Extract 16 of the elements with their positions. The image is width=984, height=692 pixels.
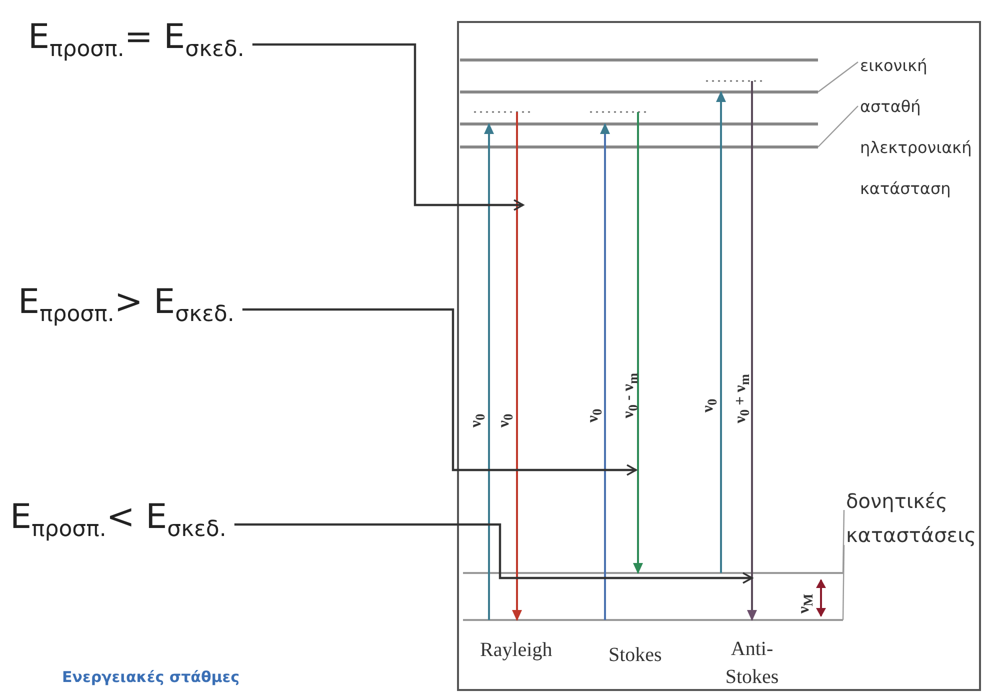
state-label: δονητικές καταστάσεις xyxy=(846,484,984,552)
scattering-type-label: Stokes xyxy=(608,644,662,666)
caption: Ενεργειακές στάθμες xyxy=(62,668,240,686)
leader-line xyxy=(842,510,845,574)
state-label: εικονική ασταθή ηλεκτρονιακή κατάσταση xyxy=(860,45,982,209)
equation-label: E$_{προσπ.}$= E$_{σκεδ.}$ xyxy=(28,20,244,61)
leader-line xyxy=(818,106,858,148)
leader-line xyxy=(842,545,845,620)
equation-label: E$_{προσπ.}$< E$_{σκεδ.}$ xyxy=(10,500,226,541)
leader-line xyxy=(818,62,858,92)
scattering-type-label: Rayleigh xyxy=(480,638,552,662)
leader-arrow xyxy=(234,523,753,584)
leader-arrow xyxy=(242,308,637,476)
equation-label: E$_{προσπ.}$> E$_{σκεδ.}$ xyxy=(18,285,234,326)
leader-arrow xyxy=(252,43,524,211)
scattering-type-label: Anti- Stokes xyxy=(724,637,780,690)
